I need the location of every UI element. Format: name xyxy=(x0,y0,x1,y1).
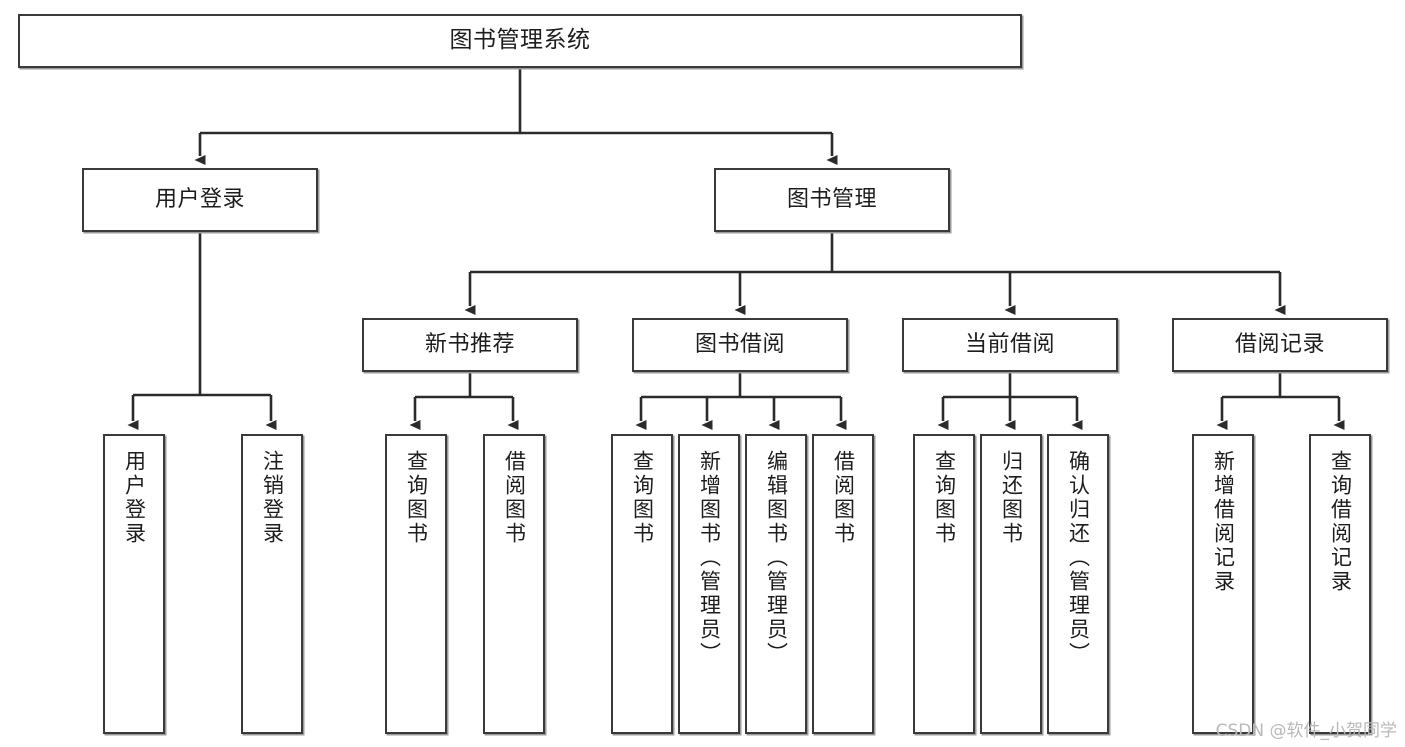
node-book-borrow[interactable]: 图书借阅 xyxy=(632,318,848,372)
leaf-node-query-borrow-record[interactable]: 查询借阅记录 xyxy=(1309,434,1371,734)
leaf-node-query-book-current[interactable]: 查询图书 xyxy=(913,434,975,734)
node-user-login[interactable]: 用户登录 xyxy=(82,168,318,232)
leaf-node-add-book[interactable]: 新增图书（管理员） xyxy=(678,434,740,734)
node-label: 图书管理 xyxy=(786,186,877,212)
leaf-node-query-book-borrow[interactable]: 查询图书 xyxy=(611,434,673,734)
leaf-node-query-book-recommend[interactable]: 查询图书 xyxy=(385,434,447,734)
node-label: 图书管理系统 xyxy=(449,27,591,54)
leaf-node-return-book[interactable]: 归还图书 xyxy=(980,434,1042,734)
node-label: 图书借阅 xyxy=(694,331,785,357)
node-new-book-recommend[interactable]: 新书推荐 xyxy=(362,318,578,372)
node-label: 新增借阅记录 xyxy=(1211,450,1236,594)
node-label: 确认归还（管理员） xyxy=(1066,450,1091,666)
node-label: 当前借阅 xyxy=(964,331,1055,357)
node-current-borrow[interactable]: 当前借阅 xyxy=(902,318,1118,372)
node-label: 用户登录 xyxy=(122,450,147,546)
leaf-node-edit-book[interactable]: 编辑图书（管理员） xyxy=(745,434,807,734)
node-label: 用户登录 xyxy=(154,186,245,212)
node-label: 新书推荐 xyxy=(424,331,515,357)
node-borrow-record[interactable]: 借阅记录 xyxy=(1172,318,1388,372)
leaf-node-borrow-book[interactable]: 借阅图书 xyxy=(812,434,874,734)
leaf-node-confirm-return[interactable]: 确认归还（管理员） xyxy=(1047,434,1109,734)
node-label: 借阅图书 xyxy=(502,450,527,546)
node-root-system[interactable]: 图书管理系统 xyxy=(18,14,1022,68)
leaf-node-add-borrow-record[interactable]: 新增借阅记录 xyxy=(1192,434,1254,734)
node-label: 查询图书 xyxy=(630,450,655,546)
leaf-node-logout[interactable]: 注销登录 xyxy=(241,434,303,734)
node-label: 借阅图书 xyxy=(831,450,856,546)
csdn-watermark: CSDN @软件_小贺同学 xyxy=(1215,721,1397,741)
leaf-node-user-login[interactable]: 用户登录 xyxy=(103,434,165,734)
node-label: 借阅记录 xyxy=(1234,331,1325,357)
node-label: 查询图书 xyxy=(932,450,957,546)
node-label: 查询图书 xyxy=(404,450,429,546)
node-label: 新增图书（管理员） xyxy=(697,450,722,666)
node-label: 编辑图书（管理员） xyxy=(764,450,789,666)
node-label: 归还图书 xyxy=(999,450,1024,546)
node-label: 注销登录 xyxy=(260,450,285,546)
node-label: 查询借阅记录 xyxy=(1328,450,1353,594)
leaf-node-borrow-book-recommend[interactable]: 借阅图书 xyxy=(483,434,545,734)
node-book-manage[interactable]: 图书管理 xyxy=(714,168,950,232)
